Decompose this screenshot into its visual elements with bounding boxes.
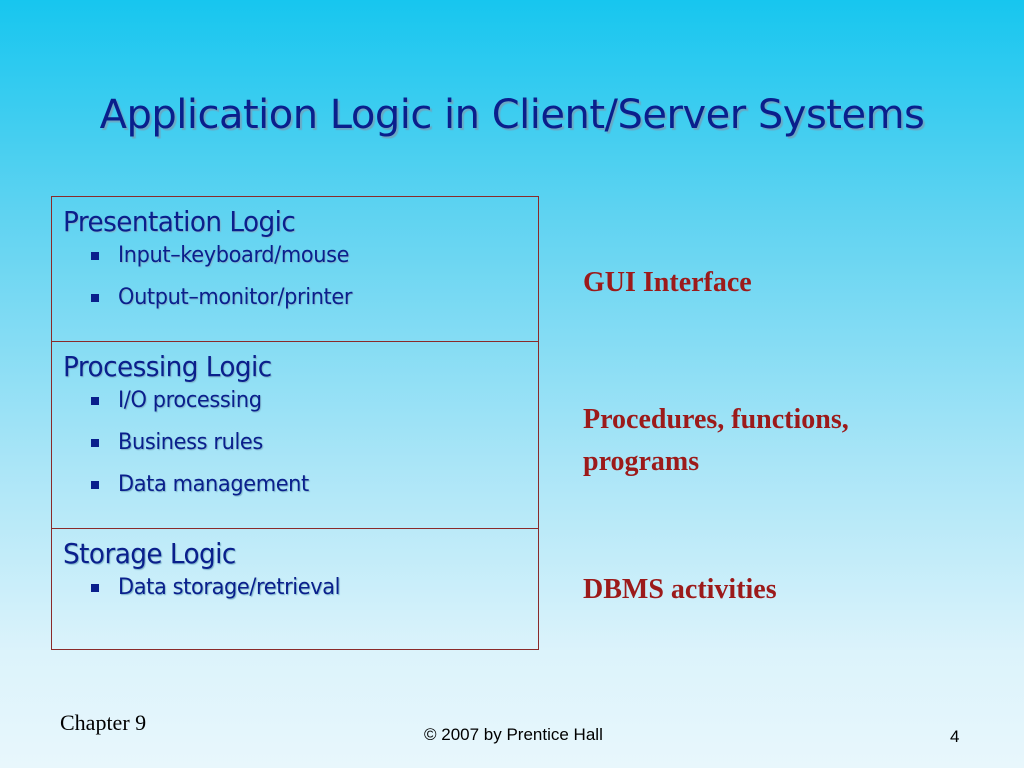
section-heading: Presentation Logic	[63, 205, 296, 238]
presentation-logic-section: Presentation Logic Input–keyboard/mouse …	[52, 197, 538, 342]
gui-interface-label: GUI Interface	[583, 267, 752, 298]
bullet-item: Data management	[91, 471, 538, 513]
logic-table: Presentation Logic Input–keyboard/mouse …	[51, 196, 539, 650]
bullet-item: Data storage/retrieval	[91, 574, 538, 616]
bullet-item: Input–keyboard/mouse	[91, 242, 538, 284]
square-bullet-icon	[91, 481, 99, 489]
bullet-text: Business rules	[118, 430, 263, 455]
slide-title: Application Logic in Client/Server Syste…	[99, 92, 925, 138]
section-heading: Storage Logic	[63, 537, 236, 570]
section-heading: Processing Logic	[63, 350, 272, 383]
footer-chapter: Chapter 9	[60, 710, 147, 735]
bullet-text: Data management	[118, 472, 309, 497]
footer-page-number: 4	[950, 727, 960, 746]
bullet-text: Input–keyboard/mouse	[118, 243, 350, 268]
bullet-item: I/O processing	[91, 387, 538, 429]
bullet-list: Input–keyboard/mouse Output–monitor/prin…	[63, 242, 538, 326]
bullet-text: Output–monitor/printer	[118, 285, 353, 310]
bullet-text: I/O processing	[118, 388, 262, 413]
bullet-text: Data storage/retrieval	[118, 575, 341, 600]
square-bullet-icon	[91, 397, 99, 405]
bullet-list: Data storage/retrieval	[63, 574, 538, 616]
processing-logic-section: Processing Logic I/O processing Business…	[52, 342, 538, 529]
square-bullet-icon	[91, 252, 99, 260]
storage-logic-section: Storage Logic Data storage/retrieval	[52, 529, 538, 649]
dbms-activities-label: DBMS activities	[583, 574, 777, 605]
square-bullet-icon	[91, 584, 99, 592]
square-bullet-icon	[91, 294, 99, 302]
square-bullet-icon	[91, 439, 99, 447]
footer-copyright: © 2007 by Prentice Hall	[424, 725, 603, 744]
bullet-list: I/O processing Business rules Data manag…	[63, 387, 538, 513]
procedures-label: Procedures, functions, programs	[583, 404, 849, 477]
bullet-item: Output–monitor/printer	[91, 284, 538, 326]
bullet-item: Business rules	[91, 429, 538, 471]
